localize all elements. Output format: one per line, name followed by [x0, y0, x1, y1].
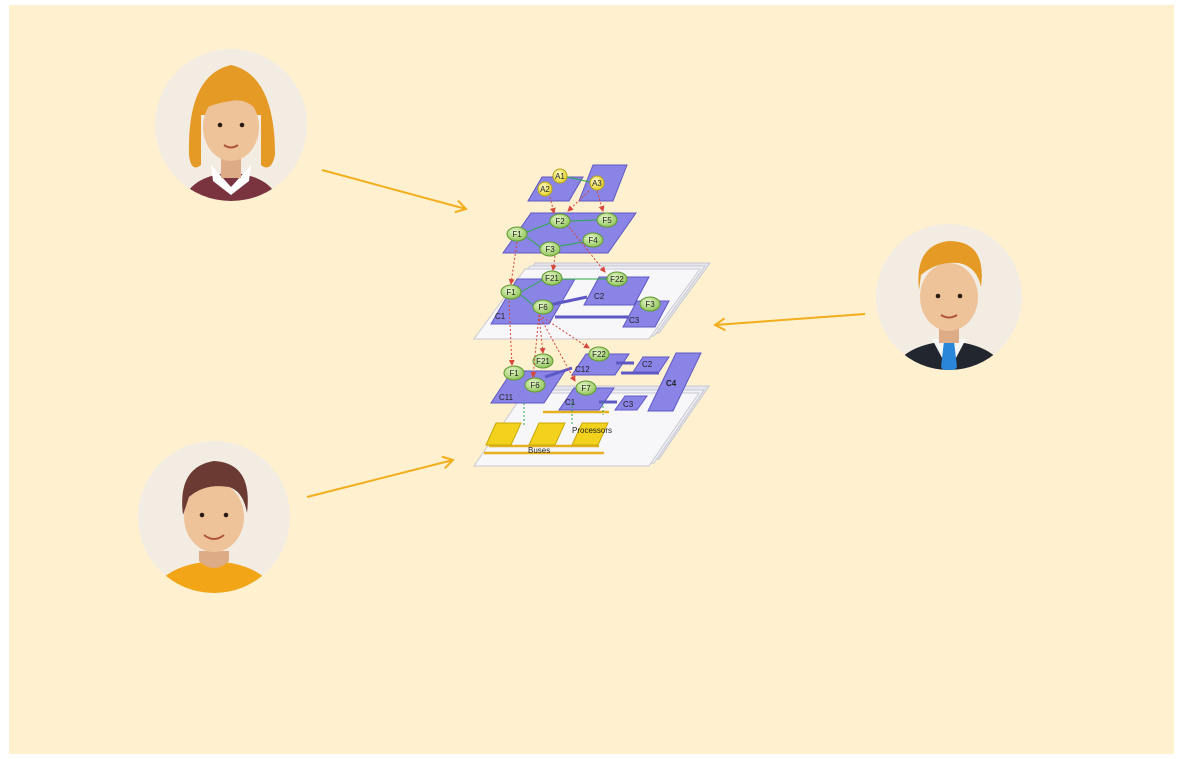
- node-f3-l2: F3: [539, 241, 561, 257]
- label-c3-l3: C3: [629, 316, 640, 325]
- svg-text:F1: F1: [506, 288, 516, 297]
- processor-1: [485, 422, 522, 446]
- woman-avatar-icon: [155, 49, 307, 201]
- component-c3: [614, 395, 648, 411]
- man-avatar-icon: [138, 441, 290, 593]
- label-c1: C1: [565, 398, 576, 407]
- node-f22-l4: F22: [588, 346, 610, 362]
- label-c2: C2: [642, 360, 653, 369]
- processor-3: [571, 422, 609, 446]
- processor-2: [528, 422, 566, 446]
- node-f3-l3: F3: [639, 296, 661, 312]
- node-f22-l3: F22: [606, 271, 628, 287]
- label-c4: C4: [666, 379, 677, 388]
- arrow-man-to-diagram: [306, 455, 455, 498]
- component-c12: [571, 353, 630, 376]
- arrow-woman-to-diagram: [321, 169, 468, 214]
- buses-label: Buses: [528, 446, 550, 455]
- svg-text:F6: F6: [538, 303, 548, 312]
- label-c2-l3: C2: [594, 292, 605, 301]
- svg-text:A3: A3: [592, 179, 602, 188]
- svg-text:A2: A2: [540, 185, 550, 194]
- processors-label: Processors: [572, 426, 612, 435]
- svg-text:F22: F22: [592, 350, 606, 359]
- node-f7-l4: F7: [575, 380, 597, 396]
- label-c1-l3: C1: [495, 312, 506, 321]
- svg-text:F2: F2: [555, 217, 565, 226]
- svg-text:F21: F21: [545, 274, 559, 283]
- layer-1-applications: A1 A2 A3: [527, 164, 628, 202]
- node-f21-l4: F21: [532, 353, 554, 369]
- node-a1: A1: [552, 168, 568, 184]
- node-f1-l4: F1: [503, 365, 525, 381]
- svg-text:F4: F4: [588, 236, 598, 245]
- layer-mappings: [508, 190, 606, 382]
- svg-text:F21: F21: [536, 357, 550, 366]
- svg-text:F22: F22: [610, 275, 624, 284]
- layer-2-functions: F1 F2 F3 F4 F5: [502, 212, 637, 257]
- component-c4: [647, 352, 702, 412]
- svg-text:F7: F7: [581, 384, 591, 393]
- node-a3: A3: [589, 175, 605, 191]
- node-f21-l3: F21: [541, 270, 563, 286]
- svg-text:F1: F1: [509, 369, 519, 378]
- node-f1-l2: F1: [506, 226, 528, 242]
- label-c3: C3: [623, 400, 634, 409]
- svg-text:F3: F3: [545, 245, 555, 254]
- component-c1: [558, 387, 615, 411]
- node-f1-l3: F1: [500, 284, 522, 300]
- label-c11: C11: [499, 393, 514, 402]
- businessman-avatar-icon: [876, 224, 1022, 370]
- svg-text:F3: F3: [645, 300, 655, 309]
- node-f5-l2: F5: [596, 212, 618, 228]
- node-f4-l2: F4: [582, 232, 604, 248]
- svg-text:F6: F6: [530, 381, 540, 390]
- node-f6-l4: F6: [524, 377, 546, 393]
- label-c12: C12: [575, 365, 590, 374]
- bus-lines: [484, 410, 609, 455]
- node-a2: A2: [537, 181, 553, 197]
- layer-4-architecture: F1 F21 F22 F6 F7 C11 C12 C1 C2 C3 C4 Pro…: [473, 346, 710, 467]
- node-f2-l2: F2: [549, 213, 571, 229]
- node-f6-l3: F6: [532, 299, 554, 315]
- diagram-canvas: F1 F21 F22 F6 F7 C11 C12 C1 C2 C3 C4 Pro…: [9, 5, 1174, 754]
- svg-text:F5: F5: [602, 216, 612, 225]
- component-c2-l3: [583, 276, 650, 306]
- svg-text:A1: A1: [555, 172, 565, 181]
- diagram-svg: F1 F21 F22 F6 F7 C11 C12 C1 C2 C3 C4 Pro…: [9, 5, 1174, 754]
- arrow-businessman-to-diagram: [713, 313, 866, 332]
- svg-text:F1: F1: [512, 230, 522, 239]
